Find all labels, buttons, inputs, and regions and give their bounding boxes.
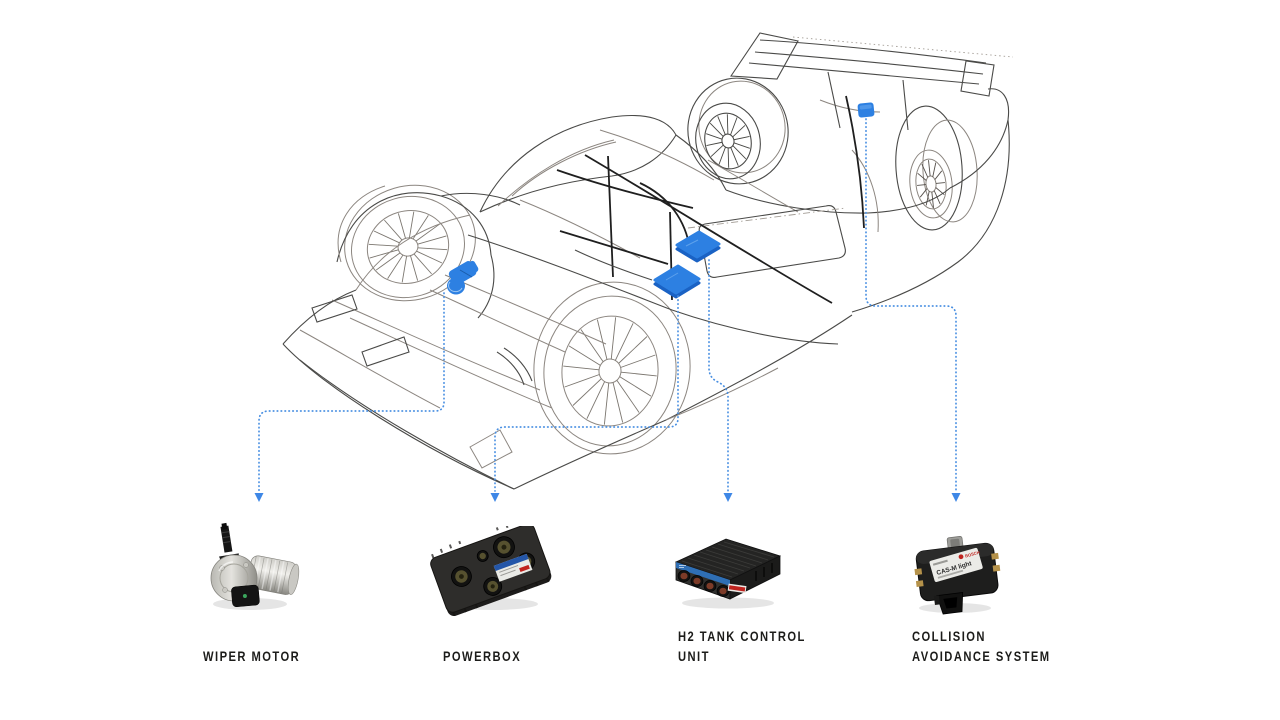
collision-avoidance-system-highlight (857, 102, 875, 118)
callout-collision-avoidance-system (865, 118, 961, 502)
label-line: WIPER MOTOR (203, 648, 301, 664)
wheel-front-right (695, 102, 761, 180)
powerbox-highlight (653, 264, 701, 299)
label-line: POWERBOX (443, 648, 522, 664)
label-line: UNIT (678, 648, 710, 664)
callout-wiper-motor (254, 292, 445, 502)
label-line: AVOIDANCE SYSTEM (912, 648, 1051, 664)
highlight-markers (447, 102, 875, 299)
wheel-front-left (351, 195, 465, 299)
h2-tank-control-unit-highlight (675, 230, 721, 263)
bosch-wordmark: BOSCH (964, 550, 980, 559)
label-collision-avoidance-system: COLLISION AVOIDANCE SYSTEM (912, 626, 1051, 666)
wiper-motor-image (210, 522, 300, 610)
label-wiper-motor: WIPER MOTOR (203, 646, 300, 666)
powerbox-image (430, 526, 552, 616)
label-powerbox: POWERBOX (443, 646, 521, 666)
h2-tank-control-unit-image (674, 538, 782, 609)
wheel-rear-right (909, 149, 953, 219)
callout-lines (254, 118, 961, 502)
label-h2-tank-control-unit: H2 TANK CONTROL UNIT (678, 626, 806, 666)
callout-powerbox (490, 295, 679, 502)
collision-avoidance-system-image: BOSCH CAS-M light (914, 536, 1001, 615)
wiper-motor-highlight (447, 260, 479, 295)
label-line: COLLISION (912, 628, 986, 644)
wheel-rear-left (543, 295, 677, 447)
car-wireframe (282, 32, 1014, 490)
label-line: H2 TANK CONTROL (678, 628, 806, 644)
callout-h2-tank-control-unit (708, 259, 733, 502)
